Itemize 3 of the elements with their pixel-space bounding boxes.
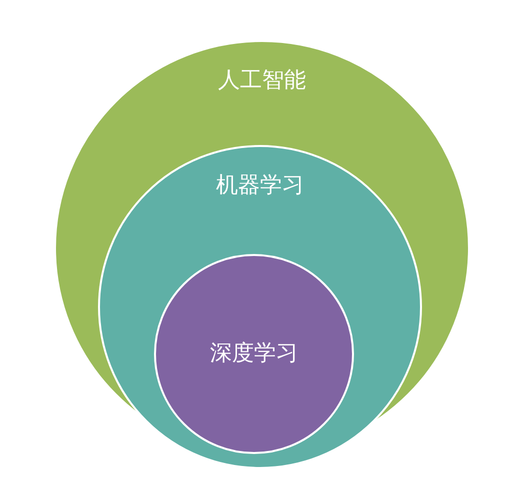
circle-label: 机器学习 (216, 172, 304, 200)
circle-label: 深度学习 (210, 340, 298, 368)
circle-label: 人工智能 (218, 67, 306, 95)
